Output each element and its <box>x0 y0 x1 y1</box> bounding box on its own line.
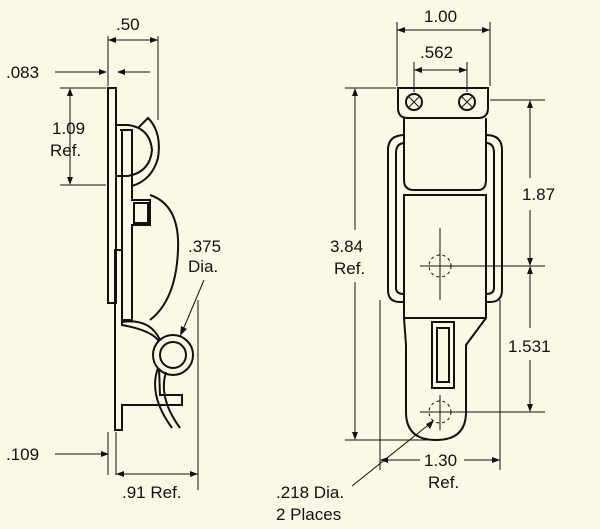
dim-pivot-dia-label: Dia. <box>188 257 218 276</box>
keeper-plate <box>107 87 117 304</box>
dim-pivot-dia: .375 <box>188 237 221 256</box>
dim-overall-width: 1.00 <box>424 7 457 26</box>
dim-hole-spacing: .562 <box>420 43 453 62</box>
spring-arm <box>121 320 161 341</box>
spring-coil-inner <box>159 341 187 369</box>
dim-upper: 1.87 <box>522 185 555 204</box>
lever-arm <box>149 194 180 321</box>
dim-hole-count: 2 Places <box>276 505 341 524</box>
dim-width-top: .50 <box>116 15 140 34</box>
latch-slot <box>431 321 455 389</box>
dim-overall-height-ref: Ref. <box>334 259 365 278</box>
wire-bail-right-inner <box>485 142 495 295</box>
dim-overall-height: 3.84 <box>330 237 363 256</box>
latch-pivot-block <box>133 202 149 224</box>
side-view: .50 .083 1.09 Ref. .375 Dia. .109 .91 Re… <box>6 15 221 502</box>
keeper-hook <box>116 124 154 177</box>
dim-depth: .91 Ref. <box>122 483 182 502</box>
dim-lower: 1.531 <box>508 337 551 356</box>
dim-hook-height: 1.09 <box>52 119 85 138</box>
base-bracket <box>114 249 183 431</box>
spring-coil-outer <box>152 334 194 376</box>
keeper-hook-tip <box>131 116 160 187</box>
front-view: 1.00 .562 3.84 Ref. 1.87 1.531 <box>276 7 555 524</box>
spring-leg <box>154 367 181 429</box>
latch-slot-inner <box>436 327 450 383</box>
dim-base-thickness: .109 <box>6 445 39 464</box>
keeper-hole-left-icon <box>405 93 423 111</box>
dim-base-width-ref: Ref. <box>428 473 459 492</box>
dim-hook-height-ref: Ref. <box>50 141 81 160</box>
wire-bail-inner <box>395 142 406 295</box>
keeper-hole-right-icon <box>458 93 476 111</box>
dim-hole-dia: .218 Dia. <box>276 483 344 502</box>
latch-body-side <box>120 129 151 321</box>
dim-thickness: .083 <box>6 63 39 82</box>
wire-bail <box>387 134 406 303</box>
keeper-body <box>403 118 487 191</box>
wire-bail-right <box>485 134 503 303</box>
dim-base-width: 1.30 <box>424 451 457 470</box>
